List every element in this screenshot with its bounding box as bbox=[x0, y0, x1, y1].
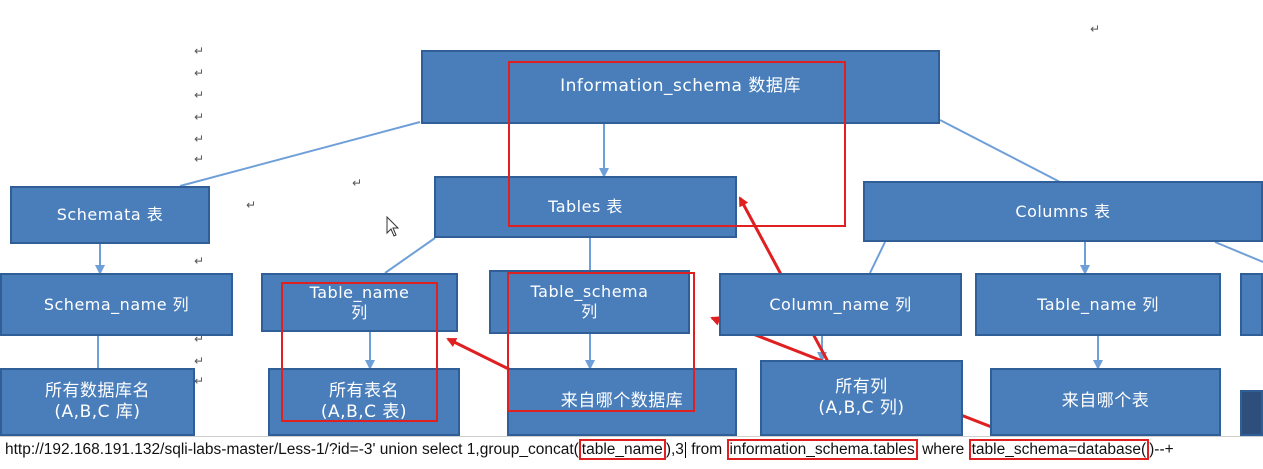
highlight-table-schema bbox=[507, 272, 695, 412]
mouse-pointer-icon bbox=[386, 216, 400, 237]
connector-tables-tablename bbox=[384, 237, 436, 274]
url-mid1: ),3 bbox=[665, 441, 684, 458]
return-mark: ↵ bbox=[194, 110, 205, 124]
url-text[interactable]: http://192.168.191.132/sqli-labs-master/… bbox=[5, 439, 1174, 460]
from-which-database-box: 来自哪个数据库 bbox=[507, 368, 737, 436]
all-table-names-box: 所有表名 (A,B,C 表) bbox=[268, 368, 460, 436]
return-mark: ↵ bbox=[194, 374, 205, 388]
return-mark: ↵ bbox=[194, 66, 205, 80]
columns-table-name-column-box: Table_name 列 bbox=[975, 273, 1221, 336]
return-mark: ↵ bbox=[194, 152, 205, 166]
url-suffix: )--+ bbox=[1149, 441, 1174, 458]
return-mark: ↵ bbox=[194, 88, 205, 102]
return-mark: ↵ bbox=[1090, 22, 1101, 36]
text-caret bbox=[684, 441, 686, 458]
connector-columns-columnname bbox=[869, 241, 886, 274]
return-mark: ↵ bbox=[194, 132, 205, 146]
return-mark: ↵ bbox=[194, 254, 205, 268]
url-highlight-table-name: table_name bbox=[578, 439, 666, 460]
tables-box: Tables 表 bbox=[434, 176, 737, 238]
url-highlight-table-schema: table_schema=database( bbox=[968, 439, 1150, 460]
connector-columns-offscreen bbox=[1214, 241, 1263, 263]
return-mark: ↵ bbox=[246, 198, 257, 212]
return-mark: ↵ bbox=[194, 44, 205, 58]
url-mid2: from bbox=[686, 441, 727, 458]
url-mid3: where bbox=[917, 441, 969, 458]
url-bar[interactable] bbox=[0, 436, 1263, 469]
offscreen-bottom-box bbox=[1240, 390, 1263, 436]
from-which-table-box: 来自哪个表 bbox=[990, 368, 1221, 436]
return-mark: ↵ bbox=[194, 354, 205, 368]
table-schema-column-box: Table_schema 列 bbox=[489, 270, 690, 334]
connector-root-schemata bbox=[179, 121, 421, 187]
all-columns-box: 所有列 (A,B,C 列) bbox=[760, 360, 963, 436]
column-name-column-box: Column_name 列 bbox=[719, 273, 962, 336]
offscreen-column-box bbox=[1240, 273, 1263, 336]
highlight-table-name bbox=[281, 282, 438, 422]
connector-root-columns bbox=[939, 119, 1061, 183]
url-highlight-information-schema-tables: information_schema.tables bbox=[726, 439, 918, 460]
schemata-box: Schemata 表 bbox=[10, 186, 210, 244]
return-mark: ↵ bbox=[194, 332, 205, 346]
return-mark: ↵ bbox=[352, 176, 363, 190]
columns-box: Columns 表 bbox=[863, 181, 1263, 242]
url-prefix: http://192.168.191.132/sqli-labs-master/… bbox=[5, 441, 579, 458]
schema-name-column-box: Schema_name 列 bbox=[0, 273, 233, 336]
highlight-tables-table bbox=[508, 61, 846, 227]
all-database-names-box: 所有数据库名 (A,B,C 库) bbox=[0, 368, 195, 436]
